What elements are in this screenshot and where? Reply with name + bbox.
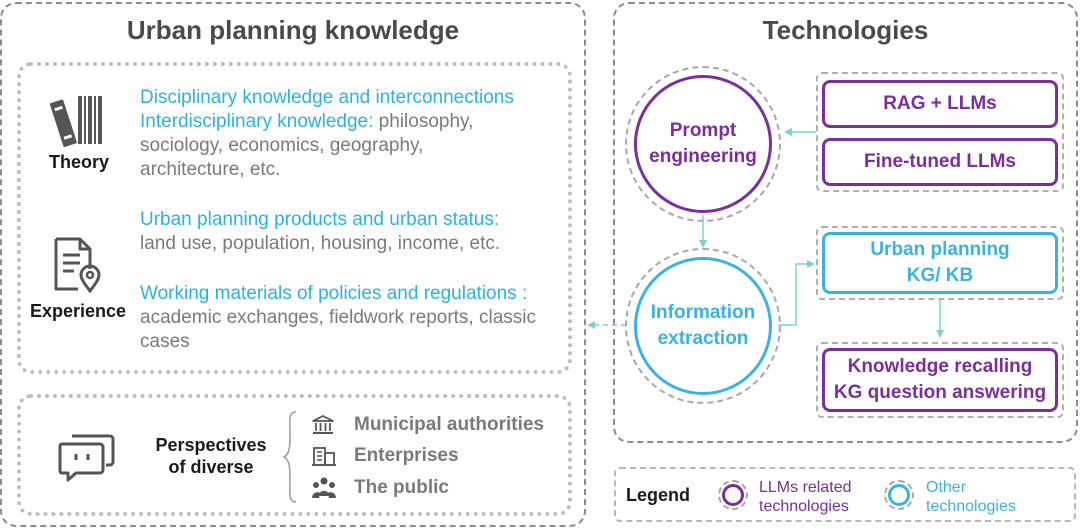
chat-bubbles-icon (58, 430, 116, 487)
experience-block1-text: land use, population, housing, income, e… (140, 233, 501, 254)
document-location-icon (50, 235, 106, 298)
legend-llm-circle-icon (722, 484, 744, 506)
urban-knowledge-panel (0, 2, 586, 527)
actor-enterprises: Enterprises (354, 445, 459, 466)
perspectives-box (17, 394, 572, 516)
theory-line-2: Interdisciplinary knowledge: philosophy, (140, 111, 474, 132)
brace-icon (282, 410, 298, 509)
recall-group (816, 342, 1064, 418)
urban-knowledge-title: Urban planning knowledge (126, 15, 460, 45)
kg-group (816, 226, 1064, 300)
technologies-title: Technologies (762, 15, 929, 45)
people-group-icon (311, 476, 337, 505)
legend-other-circle-icon (888, 484, 910, 506)
books-icon (49, 92, 108, 153)
theory-line-1: Disciplinary knowledge and interconnecti… (140, 87, 514, 108)
knowledge-inner-box (17, 62, 572, 374)
government-building-icon (311, 414, 335, 441)
theory-line-3: sociology, economics, geography, (140, 135, 424, 156)
legend-llm-ring (718, 480, 748, 510)
information-extraction-circle: Information extraction (634, 257, 772, 395)
knowledge-recalling-box: Knowledge recalling KG question answerin… (822, 348, 1058, 412)
actor-public: The public (354, 477, 449, 498)
theory-label: Theory (48, 152, 109, 172)
prompt-circle-ring (625, 66, 781, 222)
experience-label: Experience (29, 301, 127, 321)
experience-block2-line1: academic exchanges, fieldwork reports, c… (140, 307, 537, 328)
experience-block2-title: Working materials of policies and regula… (140, 283, 528, 304)
legend-other-text: Other technologies (926, 479, 1016, 515)
info-circle-ring (625, 248, 781, 404)
prompt-engineering-circle: Prompt engineering (634, 75, 772, 213)
actor-municipal: Municipal authorities (354, 414, 545, 435)
perspectives-label: Perspectives of diverse (155, 435, 267, 477)
legend-label: Legend (626, 485, 691, 505)
experience-block1-title: Urban planning products and urban status… (140, 209, 500, 230)
finetuned-llms-box: Fine-tuned LLMs (822, 138, 1058, 186)
llm-methods-group (816, 72, 1064, 192)
legend-llm-text: LLMs related technologies (759, 479, 852, 515)
experience-block2-line2: cases (140, 331, 190, 352)
theory-line-4: architecture, etc. (140, 159, 281, 180)
rag-llms-box: RAG + LLMs (822, 80, 1058, 128)
legend-other-ring (884, 480, 914, 510)
office-building-icon (311, 445, 337, 472)
technologies-panel (613, 2, 1078, 443)
legend-box (614, 467, 1076, 522)
urban-planning-kg-box: Urban planning KG/ KB (822, 232, 1058, 294)
